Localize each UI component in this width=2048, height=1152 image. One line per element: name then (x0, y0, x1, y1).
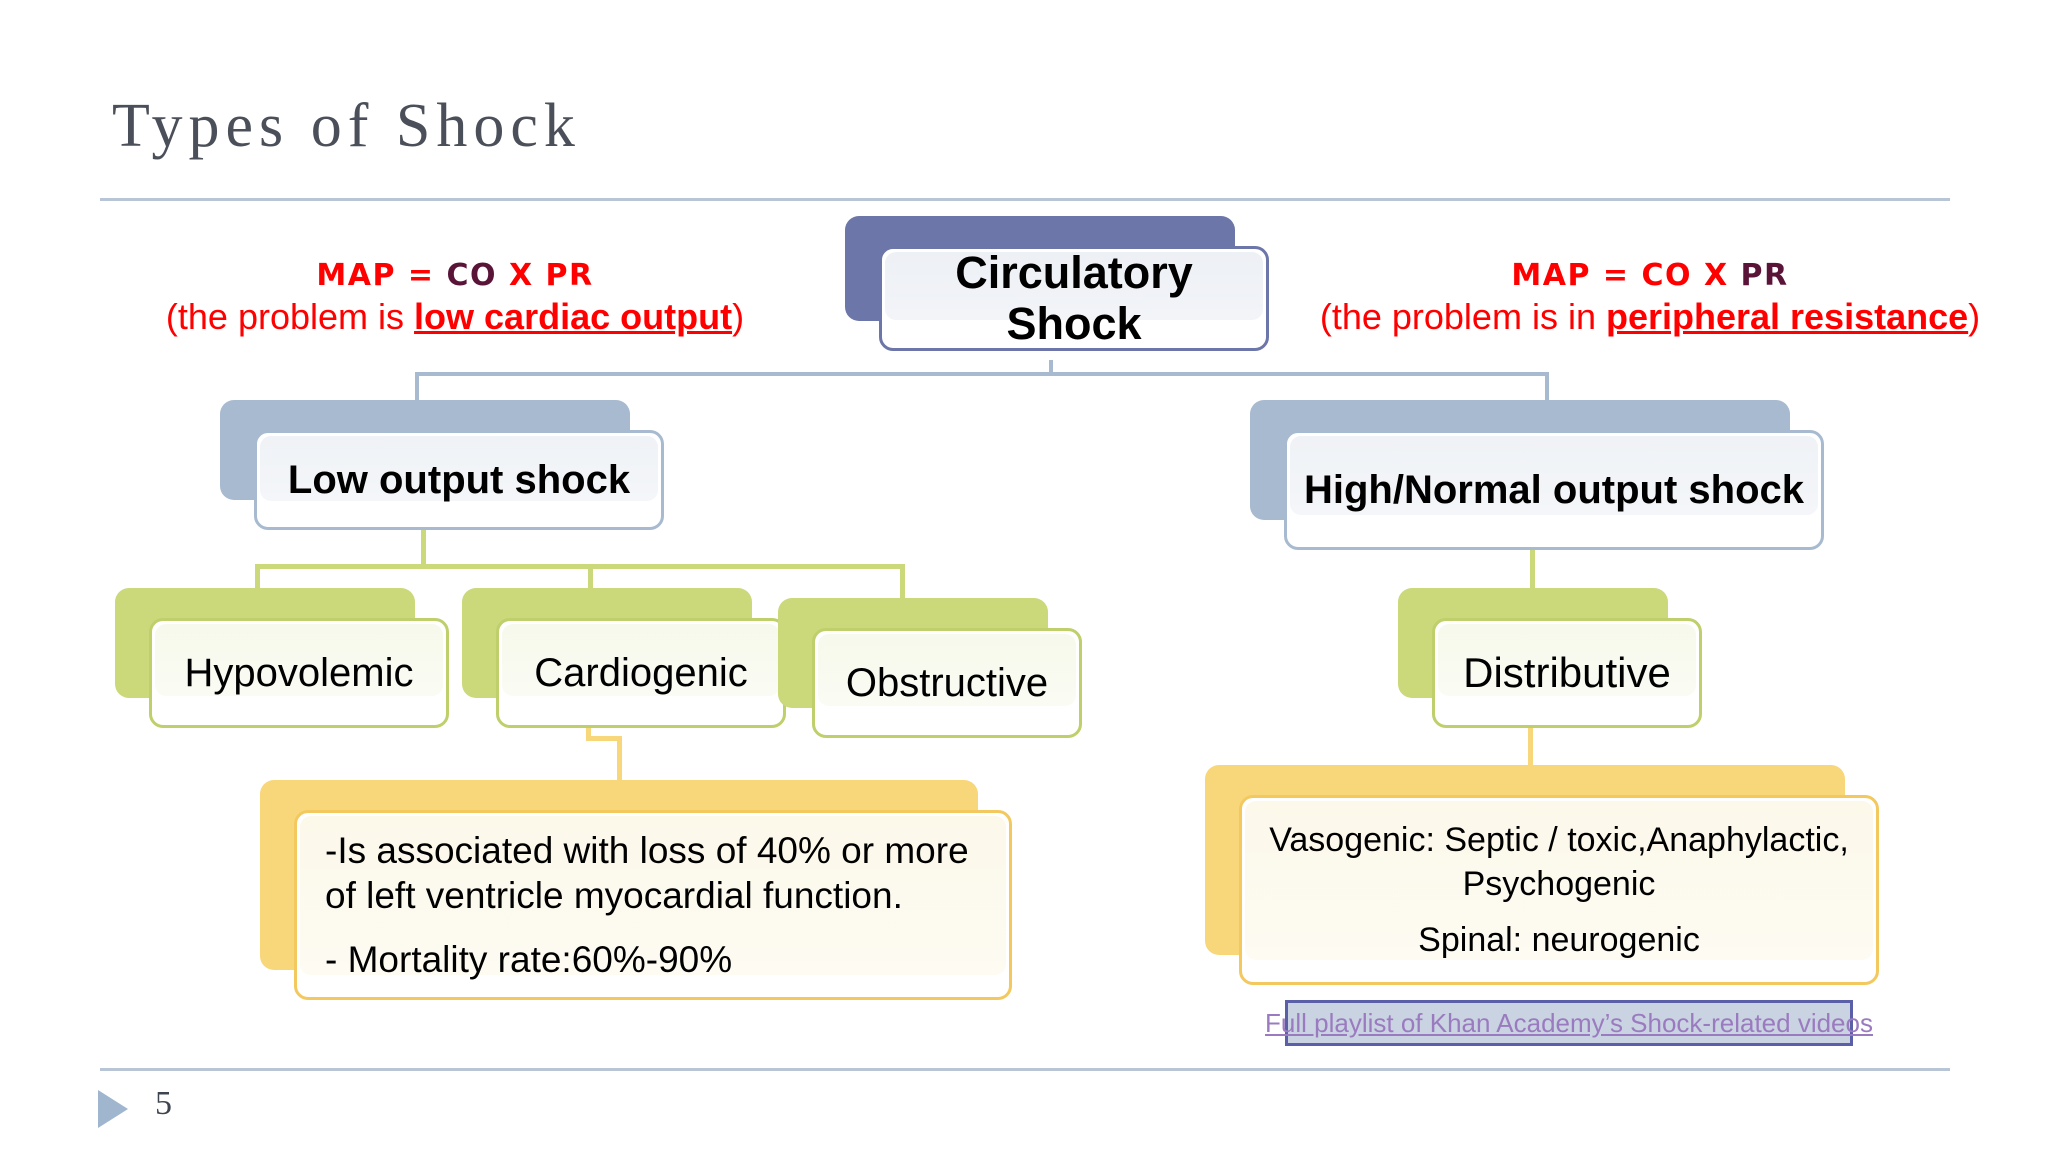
node-card: Hypovolemic (149, 618, 449, 728)
caption-right-problem-emphasis: peripheral resistance (1605, 295, 1969, 337)
connector-drop-obstructive (900, 564, 905, 602)
node-hypovolemic[interactable]: Hypovolemic (115, 588, 449, 728)
node-label: Hypovolemic (184, 650, 414, 695)
play-triangle-icon (98, 1090, 128, 1128)
connector-drop-high (1545, 372, 1549, 407)
node-card-gloss (260, 436, 658, 501)
caption-left-problem-prefix: (the problem is (165, 295, 415, 337)
caption-right-problem: (the problem is in peripheral resistance… (1300, 295, 2000, 339)
connector-main-bus (415, 372, 1549, 376)
connector-drop-hypovolemic (255, 564, 260, 594)
caption-left-problem: (the problem is low cardiac output) (150, 295, 760, 339)
title-divider (100, 198, 1950, 201)
note-text: Vasogenic: Septic / toxic,Anaphylactic, … (1242, 818, 1876, 963)
note-line-1: -Is associated with loss of 40% or more … (325, 830, 969, 917)
caption-left-formula-suffix: X PR (497, 258, 594, 293)
caption-right-problem-suffix: ) (1968, 295, 1981, 337)
node-card-gloss (155, 624, 443, 696)
page-number: 5 (155, 1085, 172, 1122)
connector-cardiogenic-note-v2 (617, 736, 622, 784)
connector-root-stem (1049, 360, 1053, 374)
connector-green-bus (255, 564, 905, 569)
node-label: Low output shock (287, 457, 631, 502)
node-card: Circulatory Shock (879, 246, 1269, 351)
note-text: -Is associated with loss of 40% or more … (297, 828, 1009, 981)
note-distributive-details: Vasogenic: Septic / toxic,Anaphylactic, … (1205, 765, 1879, 985)
caption-left-formula-highlight: CO (446, 258, 497, 293)
node-card-gloss (1438, 624, 1696, 696)
connector-low-stem (421, 500, 426, 568)
connector-drop-cardiogenic (588, 564, 593, 594)
node-card: -Is associated with loss of 40% or more … (294, 810, 1012, 1000)
node-card: High/Normal output shock (1284, 430, 1824, 550)
caption-right-formula-highlight: PR (1740, 258, 1789, 293)
caption-right-problem-prefix: (the problem is in (1319, 295, 1606, 337)
caption-left: MAP = CO X PR (the problem is low cardia… (150, 258, 760, 339)
node-card: Distributive (1432, 618, 1702, 728)
node-low-output-shock[interactable]: Low output shock (220, 400, 664, 530)
node-card-gloss (885, 252, 1263, 321)
khan-academy-link-box[interactable]: Full playlist of Khan Academy’s Shock-re… (1265, 1000, 1873, 1046)
node-cardiogenic[interactable]: Cardiogenic (462, 588, 786, 728)
node-label: Cardiogenic (534, 650, 748, 695)
node-card: Cardiogenic (496, 618, 786, 728)
connector-drop-low (415, 372, 419, 407)
node-obstructive[interactable]: Obstructive (778, 598, 1082, 738)
node-card-gloss (1245, 801, 1873, 960)
khan-academy-playlist-link[interactable]: Full playlist of Khan Academy’s Shock-re… (1265, 1007, 1873, 1038)
node-distributive[interactable]: Distributive (1398, 588, 1702, 728)
connector-high-stem (1530, 520, 1535, 592)
node-high-normal-output-shock[interactable]: High/Normal output shock (1250, 400, 1824, 550)
note-line-2: Spinal: neurogenic (1418, 921, 1700, 960)
node-card: Obstructive (812, 628, 1082, 738)
node-label: Distributive (1463, 649, 1671, 697)
caption-right: MAP = CO X PR (the problem is in periphe… (1300, 258, 2000, 339)
node-card-gloss (300, 816, 1006, 975)
caption-right-formula: MAP = CO X PR (1300, 258, 2000, 295)
note-line-1: Vasogenic: Septic / toxic,Anaphylactic, … (1269, 820, 1849, 903)
node-label: Circulatory Shock (955, 247, 1193, 349)
caption-right-formula-prefix: MAP = CO X (1511, 258, 1741, 293)
node-card-gloss (502, 624, 780, 696)
note-cardiogenic-details: -Is associated with loss of 40% or more … (260, 780, 1012, 1000)
node-label: Obstructive (845, 660, 1049, 705)
node-label: High/Normal output shock (1304, 467, 1804, 512)
node-card-gloss (818, 634, 1076, 706)
connector-cardiogenic-note-h (586, 736, 622, 741)
caption-left-problem-emphasis: low cardiac output (414, 295, 733, 337)
caption-left-formula-prefix: MAP = (316, 258, 447, 293)
connector-distributive-note (1528, 698, 1533, 770)
caption-left-formula: MAP = CO X PR (150, 258, 760, 295)
page-title: Types of Shock (112, 92, 581, 160)
node-circulatory-shock[interactable]: Circulatory Shock (845, 216, 1269, 351)
node-card: Low output shock (254, 430, 664, 530)
footer-divider (100, 1068, 1950, 1071)
caption-left-problem-suffix: ) (732, 295, 745, 337)
note-line-2: - Mortality rate:60%-90% (325, 938, 733, 980)
node-card: Vasogenic: Septic / toxic,Anaphylactic, … (1239, 795, 1879, 985)
node-card-gloss (1290, 436, 1818, 516)
